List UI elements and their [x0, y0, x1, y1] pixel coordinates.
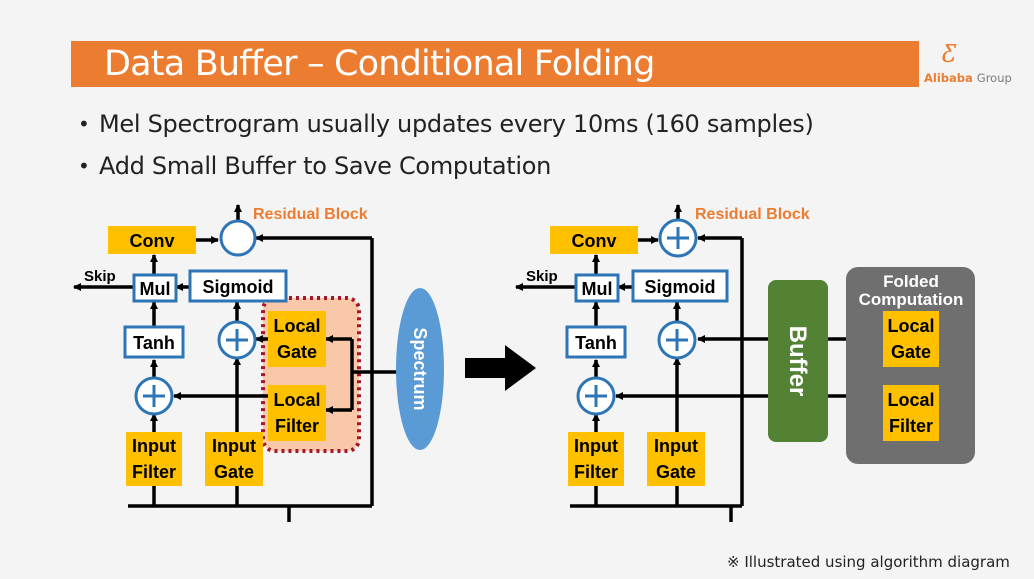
sigmoid-block — [188, 269, 288, 303]
skip-label: Skip — [526, 268, 558, 285]
tanh-block — [123, 325, 185, 359]
conv-block — [550, 226, 638, 254]
input-gate-label-2: Gate — [214, 462, 254, 482]
logo-brand: Alibaba — [924, 71, 973, 85]
mul-label: Mul — [582, 279, 613, 299]
input-gate-label-1: Input — [654, 436, 698, 456]
spectrum-ellipse — [396, 288, 444, 450]
skip-label: Skip — [84, 268, 116, 285]
footnote: ※ Illustrated using algorithm diagram — [727, 553, 1010, 571]
input-filter-block — [126, 432, 182, 486]
mul-block — [574, 273, 620, 303]
local-gate-block — [268, 311, 326, 367]
local-filter-label-1: Local — [887, 390, 934, 410]
sigmoid-block — [631, 269, 729, 303]
input-filter-label-1: Input — [574, 436, 618, 456]
input-gate-label-2: Gate — [656, 462, 696, 482]
buffer-label: Buffer — [784, 326, 811, 397]
logo-group: Group — [976, 71, 1012, 85]
local-filter-label-1: Local — [273, 390, 320, 410]
tanh-label: Tanh — [133, 333, 175, 353]
page-title: Data Buffer – Conditional Folding — [104, 44, 655, 84]
local-gate-label-2: Gate — [277, 342, 317, 362]
input-filter-label-2: Filter — [574, 462, 618, 482]
conv-label: Conv — [572, 231, 617, 251]
input-filter-block — [568, 432, 624, 486]
local-gate-block — [883, 311, 939, 367]
buffer-block — [768, 280, 828, 442]
local-filter-label-2: Filter — [889, 416, 933, 436]
input-filter-label-1: Input — [132, 436, 176, 456]
conv-label: Conv — [130, 231, 175, 251]
local-filter-block — [268, 385, 326, 441]
transition-arrow-icon — [465, 345, 536, 391]
bullet-list: Mel Spectrogram usually updates every 10… — [78, 105, 814, 189]
local-gate-label-1: Local — [887, 316, 934, 336]
title-bar — [71, 41, 919, 87]
input-filter-label-2: Filter — [132, 462, 176, 482]
alibaba-logo-mark: Ƹ — [942, 40, 956, 68]
sigmoid-label: Sigmoid — [203, 277, 274, 297]
mul-label: Mul — [140, 279, 171, 299]
folded-label-2: Computation — [859, 290, 964, 309]
folded-label-1: Folded — [883, 272, 939, 291]
input-gate-label-1: Input — [212, 436, 256, 456]
bullet-item: Mel Spectrogram usually updates every 10… — [78, 105, 814, 147]
alibaba-logo-text: Alibaba Group — [924, 71, 1012, 85]
bullet-item: Add Small Buffer to Save Computation — [78, 147, 814, 189]
spectrum-label: Spectrum — [410, 327, 430, 410]
input-gate-block — [205, 432, 263, 486]
input-gate-block — [647, 432, 705, 486]
right-diagram: Residual Block Conv Skip Mul Sigmoid Tan… — [515, 204, 975, 522]
local-filter-label-2: Filter — [275, 416, 319, 436]
sigmoid-label: Sigmoid — [645, 277, 716, 297]
residual-block-label: Residual Block — [253, 206, 368, 223]
mul-block — [132, 273, 178, 303]
local-filter-block — [883, 385, 939, 441]
residual-sum-circle — [219, 219, 257, 257]
tanh-block — [565, 325, 627, 359]
residual-block-label: Residual Block — [695, 206, 810, 223]
conv-block — [108, 226, 196, 254]
alibaba-logo: Ƹ Alibaba Group — [922, 40, 1032, 88]
left-diagram: Residual Block Conv Skip Mul Sigmoid Tan… — [73, 204, 444, 522]
tanh-label: Tanh — [575, 333, 617, 353]
local-gate-label-2: Gate — [891, 342, 931, 362]
local-gate-label-1: Local — [273, 316, 320, 336]
